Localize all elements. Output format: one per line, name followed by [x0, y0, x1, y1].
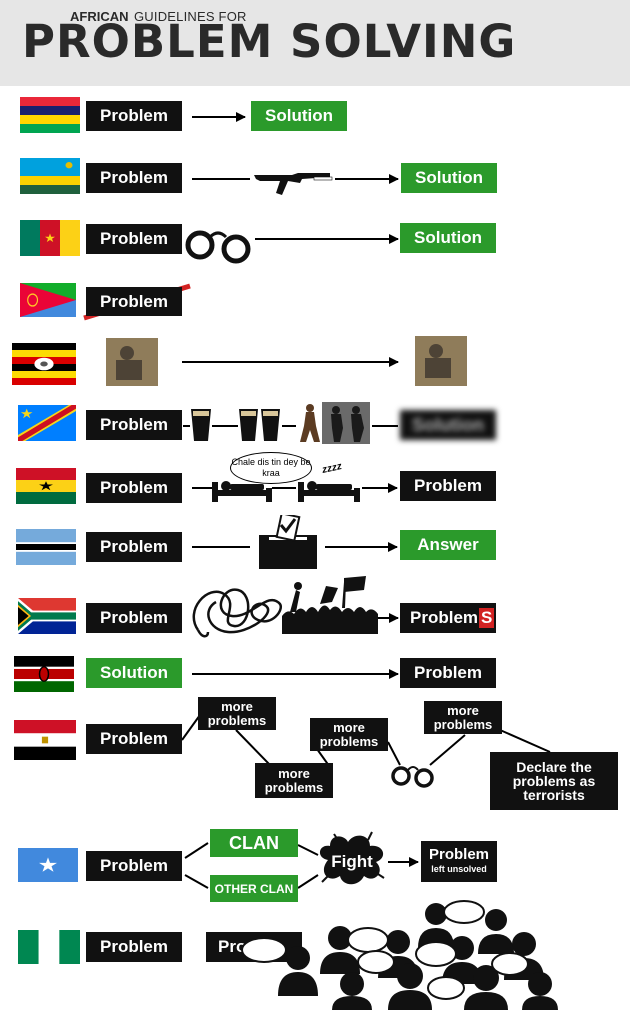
seated-man-photo: [415, 336, 467, 386]
person-icon: [278, 946, 318, 996]
page-title: PROBLEM SOLVING: [22, 15, 517, 68]
solution-box: Solution: [400, 223, 496, 253]
problems-text: Problem: [410, 608, 479, 627]
speech-bubble-icon: [415, 941, 457, 967]
flag-eritrea-icon: [20, 283, 76, 317]
header-prefix: AFRICAN: [70, 9, 129, 24]
speech-bubble: Chale dis tin dey be kraa: [230, 452, 312, 484]
more-problems-box: more problems: [198, 697, 276, 730]
speech-bubble-icon: [347, 927, 389, 953]
beer-icon: [191, 409, 211, 441]
ballot-box-icon: [259, 515, 317, 569]
crossed-problem-box: Problem: [86, 287, 182, 316]
problem-box: Problem: [400, 471, 496, 501]
more-problems-box: more problems: [424, 701, 502, 734]
more-problems-box: more problems: [255, 763, 333, 798]
problems-box: Problem S: [400, 603, 496, 633]
problem-box: Problem: [86, 851, 182, 881]
speech-bubble-icon: [443, 900, 485, 924]
problem-box: Problem: [86, 410, 182, 440]
speech-bubble-icon: [241, 937, 287, 963]
flag-cameroon-icon: [20, 220, 80, 256]
solution-box: Solution: [86, 658, 182, 688]
speech-bubble-icon: [357, 950, 395, 974]
obscured-solution-box: Solution: [400, 410, 496, 440]
problem-box: Problem: [86, 532, 182, 562]
crowd-icon: [282, 576, 378, 634]
handcuffs-icon: [185, 230, 251, 264]
bed-icon: [298, 481, 360, 502]
flag-kenya-icon: [14, 656, 74, 692]
speech-bubble-icon: [491, 952, 529, 976]
problem-box: Problem: [86, 473, 182, 503]
problem-box: Problem: [86, 932, 182, 962]
person-icon: [332, 972, 372, 1010]
person-icon: [464, 965, 508, 1010]
person-icon: [478, 909, 514, 954]
fight-label: Fight: [331, 852, 373, 871]
declare-terrorists-box: Declare the problems as terrorists: [490, 752, 618, 810]
flag-nigeria-icon: [18, 930, 80, 964]
other-clan-box: OTHER CLAN: [210, 875, 298, 902]
header-band: [0, 0, 630, 86]
flag-egypt-icon: [14, 720, 76, 760]
rifle-icon: [254, 173, 333, 195]
flag-uganda-icon: [12, 343, 76, 385]
problem-left-unsolved-box: Problem left unsolved: [421, 841, 497, 882]
flag-ghana-icon: [16, 468, 76, 504]
problem-box: Problem: [86, 163, 182, 193]
crowd-discussion-icon: [241, 900, 558, 1010]
flag-botswana-icon: [16, 529, 76, 565]
person-icon: [388, 963, 432, 1010]
more-problems-box: more problems: [310, 718, 388, 751]
problem-box: Problem: [86, 224, 182, 254]
header-kicker: GUIDELINES FOR: [134, 9, 247, 24]
bed-icon: [212, 481, 272, 502]
seated-man-photo: [106, 338, 158, 386]
flag-dr-congo-icon: [18, 405, 76, 441]
flag-somalia-icon: [18, 848, 78, 882]
problem-box: Problem: [86, 101, 182, 131]
flag-rwanda-icon: [20, 158, 80, 194]
beer-icon: [239, 409, 280, 441]
problem-box: Problem: [86, 724, 182, 754]
solution-box: Solution: [401, 163, 497, 193]
tangle-icon: [192, 588, 283, 638]
flag-mauritius-icon: [20, 97, 80, 133]
problem-box: Problem: [86, 603, 182, 633]
person-icon: [320, 926, 360, 974]
handcuffs-icon: [391, 766, 434, 788]
speech-bubble-icon: [427, 976, 465, 1000]
problems-suffix: S: [479, 608, 495, 628]
person-icon: [522, 972, 558, 1010]
clan-box: CLAN: [210, 829, 298, 857]
dancer-icon: [300, 402, 370, 444]
problem-box: Problem: [400, 658, 496, 688]
solution-box: Solution: [251, 101, 347, 131]
fight-cloud-icon: [319, 831, 385, 885]
answer-box: Answer: [400, 530, 496, 560]
flag-south-africa-icon: [18, 598, 76, 634]
